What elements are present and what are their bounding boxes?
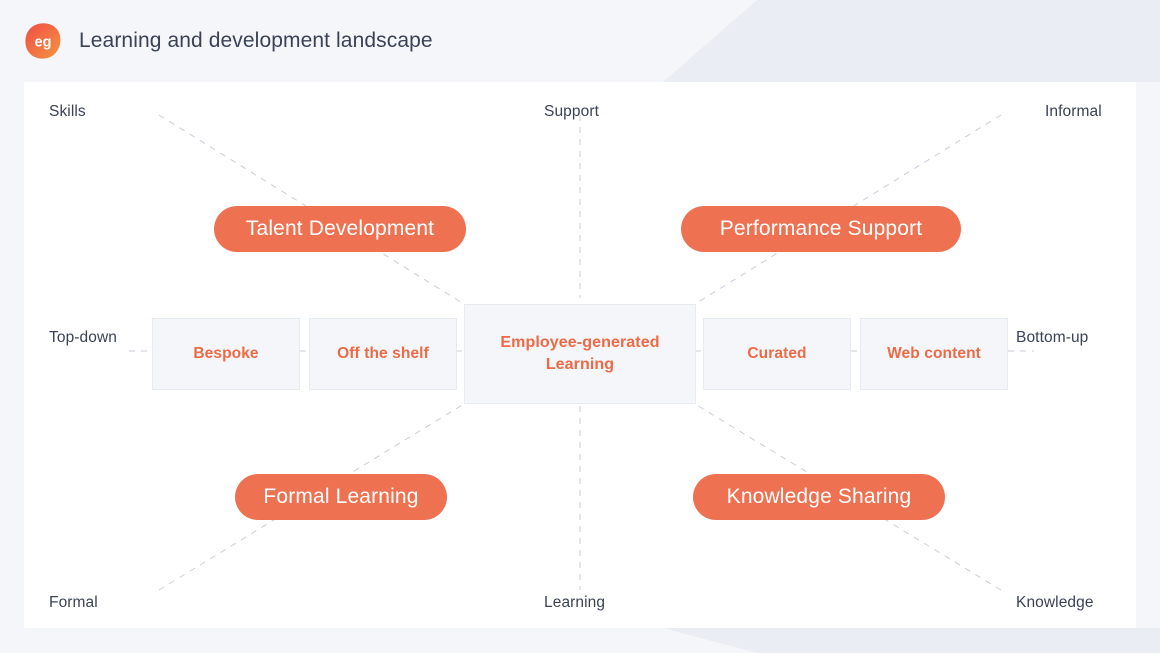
egl-line-2: Learning: [545, 356, 615, 373]
spectrum-box-web-content[interactable]: Web content: [860, 318, 1008, 390]
axis-label-skills: Skills: [49, 103, 86, 120]
logo-initials: eg: [35, 35, 52, 51]
spectrum-box-curated[interactable]: Curated: [703, 318, 851, 390]
spectrum-box-off-the-shelf[interactable]: Off the shelf: [309, 318, 457, 390]
axis-label-top-down: Top-down: [49, 329, 118, 346]
spectrum-box-employee-generated-learning-text: Employee-generated Learning: [500, 332, 659, 375]
axis-label-formal: Formal: [49, 594, 98, 611]
diagram-canvas: Skills Support Informal Top-down Bottom-…: [24, 82, 1136, 628]
wedge-bottom-right: [663, 628, 1160, 653]
axis-label-informal: Informal: [1045, 103, 1102, 120]
axis-label-knowledge: Knowledge: [1016, 594, 1094, 611]
page-title: Learning and development landscape: [79, 29, 433, 52]
axis-label-learning: Learning: [544, 594, 606, 611]
page-header: eg Learning and development landscape: [0, 0, 1160, 82]
quadrant-pill-talent-development[interactable]: Talent Development: [214, 206, 466, 252]
spectrum-box-bespoke[interactable]: Bespoke: [152, 318, 300, 390]
spectrum-box-row: Bespoke Off the shelf Employee-generated…: [152, 304, 1008, 404]
quadrant-pill-performance-support[interactable]: Performance Support: [681, 206, 961, 252]
dashed-connectors: [129, 114, 1034, 591]
eg-logo-icon: eg: [24, 22, 62, 60]
egl-line-1: Employee-generated: [500, 334, 660, 352]
quadrant-pill-knowledge-sharing[interactable]: Knowledge Sharing: [693, 474, 945, 520]
spectrum-box-employee-generated-learning[interactable]: Employee-generated Learning: [464, 304, 696, 404]
quadrant-pill-formal-learning[interactable]: Formal Learning: [235, 474, 447, 520]
axis-label-bottom-up: Bottom-up: [1016, 329, 1089, 346]
axis-label-support: Support: [544, 103, 599, 120]
